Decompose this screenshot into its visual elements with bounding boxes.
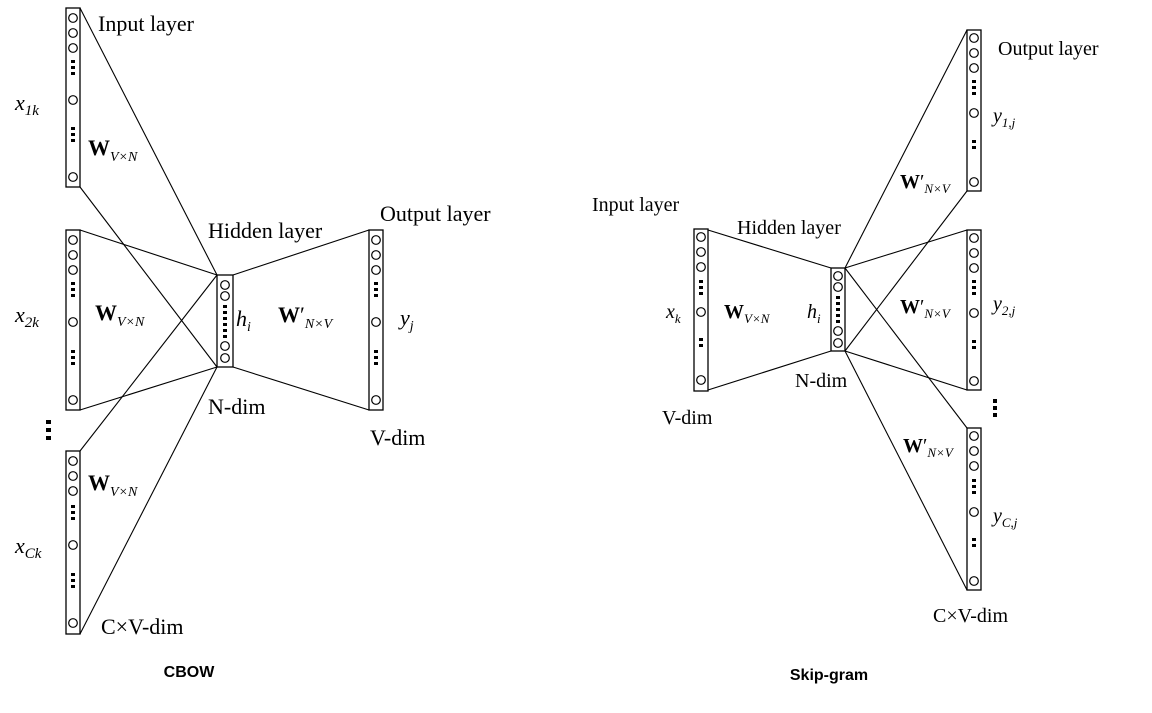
cbow-output-vector (368, 229, 384, 411)
cbow-output-dim: V-dim (370, 425, 425, 450)
skipgram-output-vector (966, 229, 982, 391)
skipgram-output-vector (966, 29, 982, 192)
skipgram-hidden-vector (830, 267, 846, 352)
cbow-hidden-var: hi (236, 306, 251, 335)
cbow-connection (79, 366, 218, 411)
cbow-input-vector (65, 450, 81, 635)
cbow-model: Input layer Hidden layer Output layer x1… (14, 7, 491, 681)
cbow-input-var-2: x2k (14, 302, 39, 331)
cbow-connection (79, 366, 218, 635)
cbow-weight-matrix-3: WV×N (88, 470, 138, 500)
skipgram-output-vector (966, 427, 982, 591)
skipgram-hidden-layer-label: Hidden layer (737, 217, 841, 239)
skipgram-output-var-c: yC,j (991, 505, 1018, 530)
cbow-caption: CBOW (164, 664, 216, 681)
cbow-input-dim: C×V-dim (101, 614, 184, 639)
skipgram-weight-matrix-out-1: W′N×V (900, 171, 952, 196)
cbow-input-var-c: xCk (14, 533, 42, 562)
skipgram-connection (844, 350, 968, 391)
cbow-hidden-dim: N-dim (208, 394, 265, 419)
skipgram-input-vector (693, 228, 709, 392)
cbow-output-var: yj (398, 305, 414, 334)
cbow-hidden-vector (216, 274, 234, 368)
skipgram-hidden-var: hi (807, 301, 821, 326)
skipgram-output-layer-label: Output layer (998, 38, 1099, 60)
skipgram-connection (844, 350, 968, 591)
cbow-connection (79, 229, 218, 276)
skipgram-input-layer-label: Input layer (592, 194, 680, 216)
cbow-connection (79, 186, 218, 368)
cbow-input-vector (65, 229, 81, 411)
skipgram-connection (707, 229, 832, 269)
skipgram-output-var-1: y1,j (991, 105, 1016, 130)
skipgram-connection (844, 229, 968, 269)
cbow-weight-matrix-out: W′N×V (278, 302, 334, 332)
cbow-input-layer-label: Input layer (98, 11, 195, 36)
skipgram-weight-matrix: WV×N (724, 301, 771, 326)
cbow-weight-matrix-2: WV×N (95, 300, 145, 330)
skipgram-weight-matrix-out-3: W′N×V (903, 435, 955, 460)
skipgram-input-dim: V-dim (662, 407, 713, 429)
skipgram-model: Input layer Hidden layer Output layer xk… (592, 29, 1099, 684)
skipgram-ellipsis (993, 399, 997, 417)
skipgram-caption: Skip-gram (790, 667, 868, 684)
skipgram-connection (844, 29, 968, 269)
cbow-connections (79, 7, 370, 635)
skipgram-hidden-dim: N-dim (795, 370, 848, 392)
cbow-connection (232, 366, 370, 411)
cbow-hidden-layer-label: Hidden layer (208, 218, 323, 243)
skipgram-input-var: xk (665, 301, 681, 326)
cbow-ellipsis (46, 420, 51, 440)
cbow-weight-matrix-1: WV×N (88, 135, 138, 165)
skipgram-weight-matrix-out-2: W′N×V (900, 296, 952, 321)
skipgram-connection (707, 350, 832, 391)
cbow-output-layer-label: Output layer (380, 201, 491, 226)
skipgram-connection (844, 267, 968, 429)
skipgram-output-dim: C×V-dim (933, 605, 1008, 627)
cbow-input-vector (65, 7, 81, 188)
skipgram-connections (707, 29, 968, 591)
skipgram-connection (844, 190, 968, 352)
cbow-connection (79, 274, 218, 452)
skipgram-output-var-2: y2,j (991, 293, 1016, 318)
cbow-connection (79, 7, 218, 276)
cbow-connection (232, 229, 370, 276)
cbow-input-var-1: x1k (14, 90, 39, 119)
